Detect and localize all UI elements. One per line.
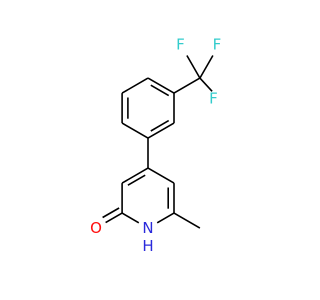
bond: [102, 207, 120, 219]
benzene-ring: [121, 77, 175, 139]
double-bond-inner: [127, 174, 146, 186]
bond: [147, 167, 175, 184]
bond: [147, 122, 175, 139]
pyridinone-ring: [121, 167, 175, 224]
bond: [173, 77, 201, 94]
bond: [147, 77, 175, 94]
trifluoromethyl-group: [173, 55, 214, 94]
fluorine-atom: F: [213, 36, 222, 54]
bond: [121, 212, 140, 224]
bond: [156, 212, 175, 224]
double-bond-inner: [150, 84, 170, 97]
fluorine-atom: F: [209, 90, 218, 108]
bond: [121, 77, 149, 94]
bond: [199, 55, 214, 79]
bond: [186, 55, 201, 79]
bond: [105, 212, 123, 224]
fluorine-atom: F: [176, 36, 185, 54]
oxygen-atom: O: [90, 219, 102, 237]
double-bond-inner: [150, 119, 170, 132]
hydrogen-atom: H: [142, 237, 153, 255]
molecule-diagram: F F F O N H: [90, 36, 222, 256]
nitrogen-atom: N: [142, 219, 153, 237]
carbonyl-group: [102, 207, 123, 224]
molecule-structure: F F F O N H: [90, 36, 222, 256]
bond: [121, 167, 149, 184]
bond: [121, 122, 149, 139]
bond: [199, 77, 213, 92]
methyl-bond: [173, 212, 201, 229]
